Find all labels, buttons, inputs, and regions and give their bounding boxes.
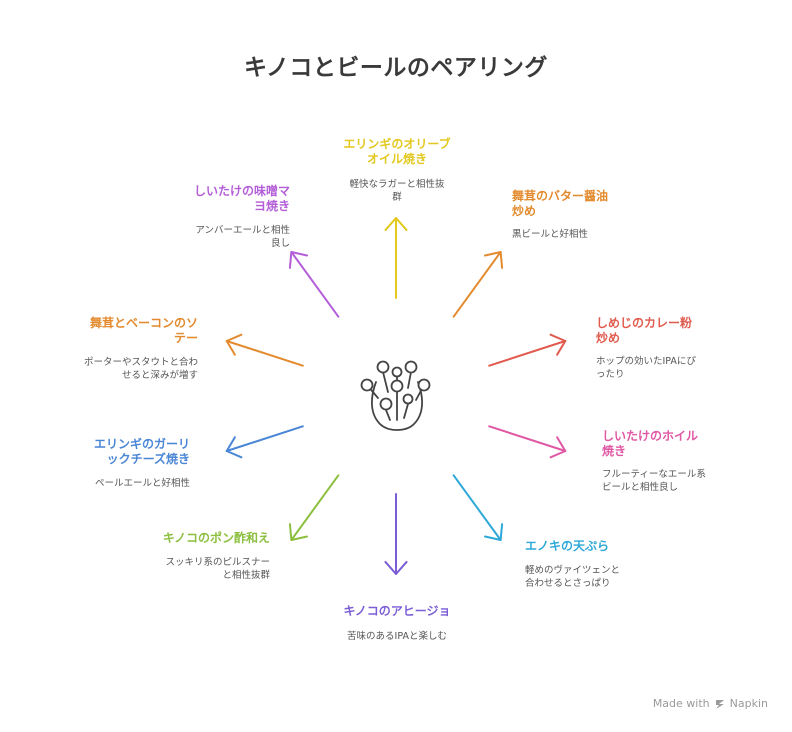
item-title: 舞茸とベーコンのソテー xyxy=(89,316,198,345)
item-desc: ペールエールと好相性 xyxy=(94,478,190,489)
made-with-napkin-badge[interactable]: Made with Napkin xyxy=(653,697,768,710)
item-desc: フルーティーなエール系ビールと相性良し xyxy=(602,469,706,493)
item-title: 舞茸のバター醤油炒め xyxy=(512,189,609,218)
item-8: 舞茸とベーコンのソテー ポーターやスタウトと合わせると深みが増す xyxy=(80,316,198,382)
item-title: キノコのアヒージョ xyxy=(343,604,451,618)
item-9: しいたけの味噌マヨ焼き アンバーエールと相性良し xyxy=(186,184,290,250)
item-desc: ホップの効いたIPAにぴったり xyxy=(596,356,696,380)
arrow-2 xyxy=(488,333,567,367)
arrow-0 xyxy=(384,217,408,299)
item-title: しいたけのホイル焼き xyxy=(602,429,699,458)
item-4: エノキの天ぷら 軽めのヴァイツェンと合わせるとさっぱり xyxy=(525,539,635,590)
item-desc: 苦味のあるIPAと楽しむ xyxy=(347,631,447,642)
arrow-shaft xyxy=(290,250,340,318)
arrow-head xyxy=(484,523,504,542)
arrow-6 xyxy=(288,474,340,542)
item-7: エリンギのガーリックチーズ焼き ペールエールと好相性 xyxy=(86,437,190,490)
arrow-head xyxy=(225,436,243,459)
arrow-head xyxy=(549,333,567,356)
item-title: キノコのポン酢和え xyxy=(162,531,270,545)
item-desc: 軽めのヴァイツェンと合わせるとさっぱり xyxy=(525,565,621,589)
arrow-head xyxy=(288,523,308,542)
item-desc: 黒ビールと好相性 xyxy=(512,229,589,240)
item-2: しめじのカレー粉炒め ホップの効いたIPAにぴったり xyxy=(596,316,696,381)
arrow-shaft xyxy=(225,339,304,367)
arrow-5 xyxy=(384,493,408,575)
item-desc: 軽快なラガーと相性抜群 xyxy=(349,179,445,203)
arrow-shaft xyxy=(488,425,567,453)
page-title: キノコとビールのペアリング xyxy=(244,55,548,81)
item-title: エリンギのガーリックチーズ焼き xyxy=(93,437,190,466)
arrow-3 xyxy=(488,425,567,459)
arrow-shaft xyxy=(225,425,304,453)
arrow-shaft xyxy=(452,250,502,318)
arrow-8 xyxy=(225,333,304,367)
item-desc: アンバーエールと相性良し xyxy=(195,225,290,249)
arrow-1 xyxy=(452,250,504,318)
item-title: しめじのカレー粉炒め xyxy=(596,316,693,345)
arrow-head xyxy=(225,333,243,356)
napkin-logo-icon xyxy=(715,699,724,709)
item-title: エノキの天ぷら xyxy=(525,539,610,553)
arrow-shaft xyxy=(452,474,502,542)
item-title: しいたけの味噌マヨ焼き xyxy=(193,184,290,213)
item-5: キノコのアヒージョ 苦味のあるIPAと楽しむ xyxy=(330,604,464,643)
arrow-9 xyxy=(288,250,340,318)
arrow-head xyxy=(288,250,308,269)
arrow-head xyxy=(484,250,504,269)
arrows-group xyxy=(225,217,567,575)
item-0: エリンギのオリーブオイル焼き 軽快なラガーと相性抜群 xyxy=(322,137,472,204)
item-desc: ポーターやスタウトと合わせると深みが増す xyxy=(83,357,198,381)
arrow-head xyxy=(384,560,408,575)
arrow-4 xyxy=(452,474,504,542)
item-1: 舞茸のバター醤油炒め 黒ビールと好相性 xyxy=(512,189,612,241)
item-title: エリンギのオリーブオイル焼き xyxy=(343,137,451,166)
arrow-head xyxy=(384,217,408,232)
item-3: しいたけのホイル焼き フルーティーなエール系ビールと相性良し xyxy=(602,429,706,494)
made-with-label: Made with xyxy=(652,697,710,710)
item-6: キノコのポン酢和え スッキリ系のピルスナーと相性抜群 xyxy=(162,531,270,582)
item-desc: スッキリ系のピルスナーと相性抜群 xyxy=(165,557,270,581)
arrow-head xyxy=(549,436,567,459)
arrow-7 xyxy=(225,425,304,459)
napkin-brand: Napkin xyxy=(729,697,768,710)
mushroom-cluster-icon xyxy=(360,360,431,431)
arrow-shaft xyxy=(290,474,340,542)
arrow-shaft xyxy=(488,339,567,367)
